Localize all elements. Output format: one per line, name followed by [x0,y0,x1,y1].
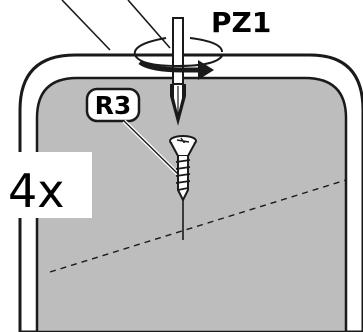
phillips-screwdriver-icon [170,17,186,126]
panel-surface [35,76,348,332]
screw-code-badge: R3 [85,87,141,123]
leader-line [61,0,111,51]
quantity-badge: 4x [0,152,92,218]
wood-screw-icon [169,135,197,240]
leader-line [127,0,171,49]
clockwise-rotation-arrow-icon [133,37,223,80]
tool-label: PZ1 [211,6,271,39]
quantity-label: 4x [8,164,65,218]
screw-leader-line [123,120,179,175]
screw-code-label: R3 [95,91,132,120]
reference-dashed-line [49,179,347,273]
